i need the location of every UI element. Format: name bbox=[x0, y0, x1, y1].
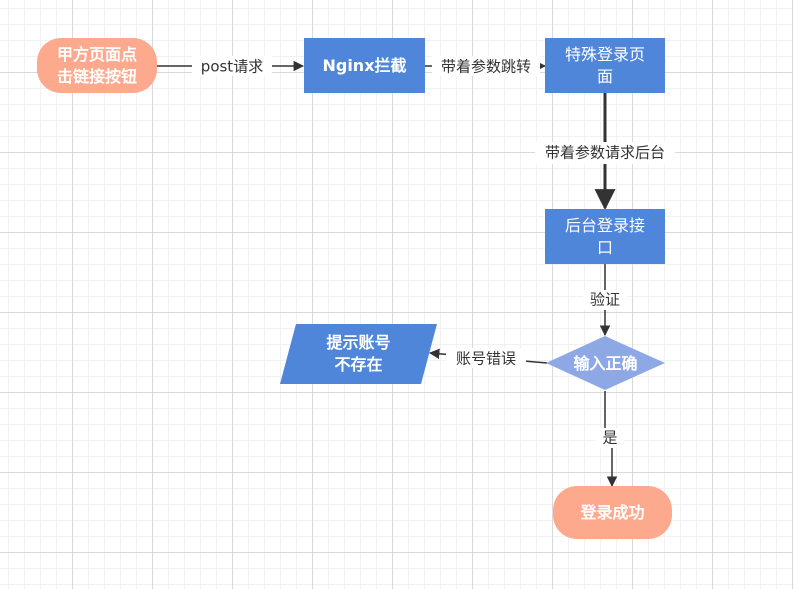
start-node-line2: 击链接按钮 bbox=[57, 67, 137, 86]
edge-label-redirect-with-params: 带着参数跳转 bbox=[441, 58, 531, 76]
error-output-line2: 不存在 bbox=[334, 355, 382, 374]
start-node: 甲方页面点 击链接按钮 bbox=[37, 38, 157, 93]
edge-decision-to-error: 账号错误 bbox=[428, 348, 548, 368]
edge-decision-to-success: 是 bbox=[596, 391, 624, 488]
decision-label: 输入正确 bbox=[573, 354, 637, 373]
edge-nginx-to-special-login: 带着参数跳转 bbox=[425, 56, 547, 76]
decision-node: 输入正确 bbox=[546, 336, 665, 390]
backend-login-line2: 口 bbox=[597, 238, 613, 257]
end-node-label: 登录成功 bbox=[579, 503, 644, 522]
error-output-node: 提示账号 不存在 bbox=[280, 324, 437, 384]
edge-start-to-nginx: post请求 bbox=[157, 56, 305, 76]
start-node-line1: 甲方页面点 bbox=[57, 45, 137, 64]
nginx-process-label: Nginx拦截 bbox=[322, 56, 406, 75]
edge-backend-to-decision: 验证 bbox=[583, 264, 627, 337]
special-login-page-node: 特殊登录页 面 bbox=[545, 38, 665, 93]
special-login-line2: 面 bbox=[597, 67, 613, 86]
edge-special-login-to-backend: 带着参数请求后台 bbox=[535, 93, 675, 211]
edge-label-account-error: 账号错误 bbox=[456, 350, 516, 368]
edge-label-request-backend: 带着参数请求后台 bbox=[545, 144, 665, 162]
edge-label-yes: 是 bbox=[602, 429, 617, 447]
backend-login-api-node: 后台登录接 口 bbox=[545, 209, 665, 264]
edge-label-verify: 验证 bbox=[590, 291, 620, 309]
edge-label-post-request: post请求 bbox=[201, 58, 263, 76]
error-output-line1: 提示账号 bbox=[326, 333, 390, 352]
nginx-process-node: Nginx拦截 bbox=[304, 38, 425, 93]
end-node: 登录成功 bbox=[553, 486, 672, 539]
special-login-line1: 特殊登录页 bbox=[565, 45, 645, 64]
backend-login-line1: 后台登录接 bbox=[565, 216, 645, 235]
